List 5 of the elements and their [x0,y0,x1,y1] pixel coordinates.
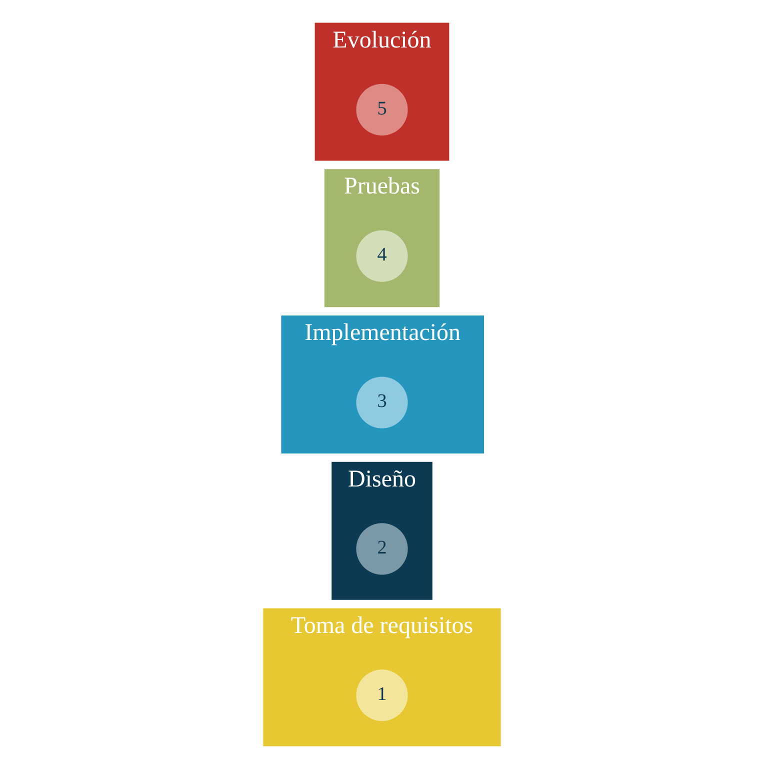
node-circle: 4 [356,230,408,282]
node-circle: 3 [356,376,408,428]
node-circle: 2 [356,523,408,575]
node-circle: 5 [356,84,408,136]
node-circle: 1 [356,670,408,722]
